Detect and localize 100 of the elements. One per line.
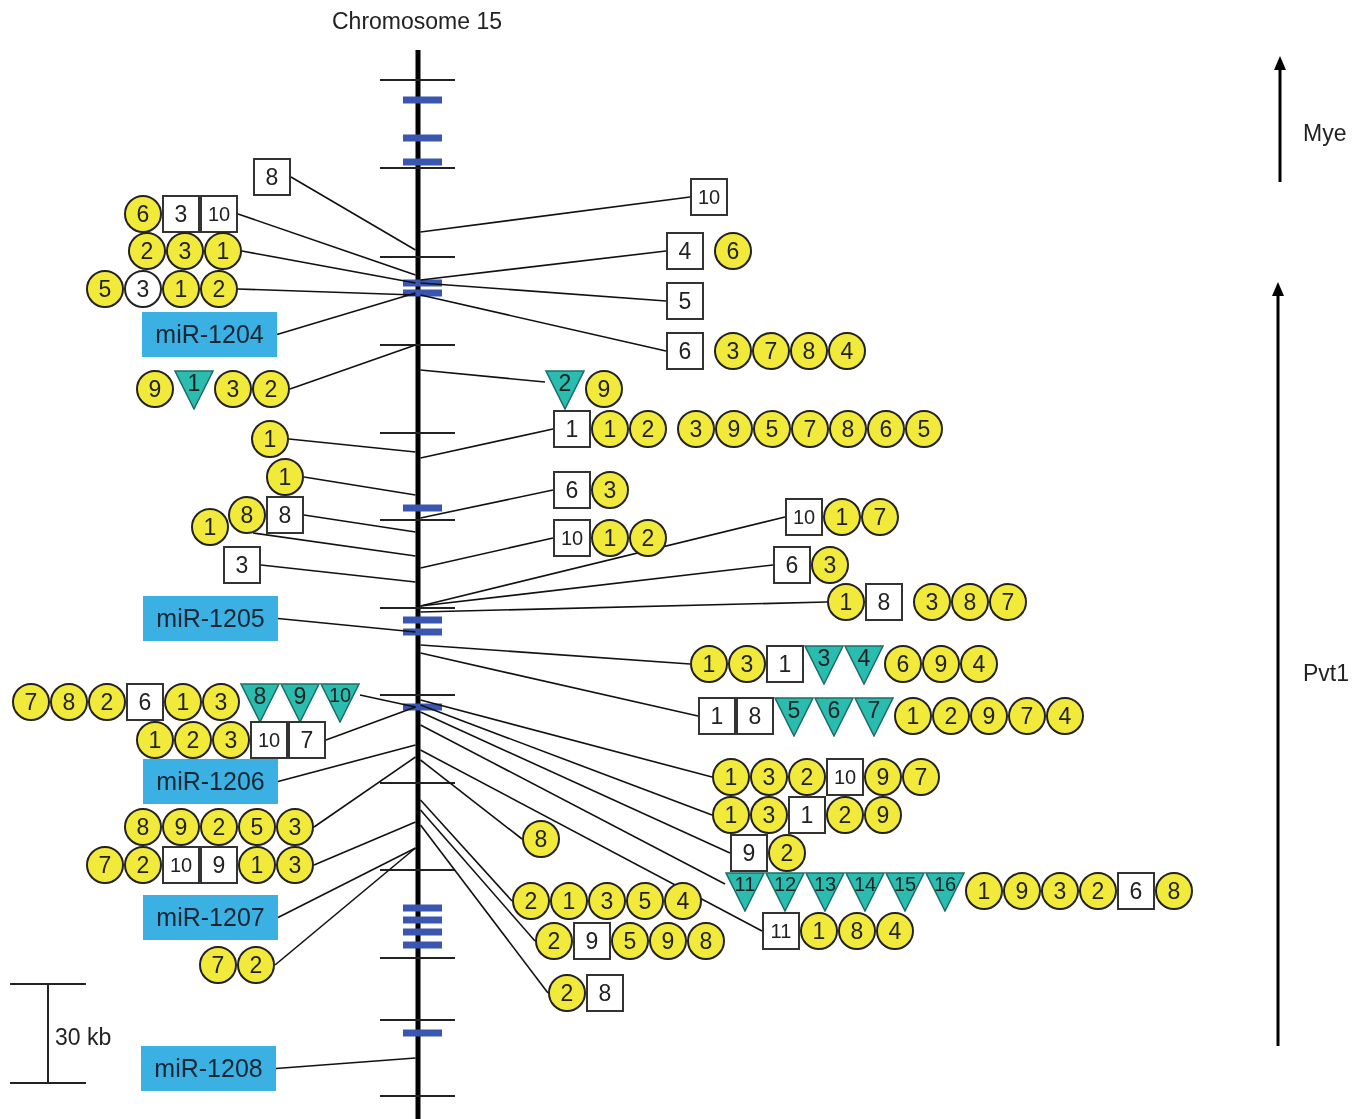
title: Chromosome 15 — [332, 8, 503, 35]
numbered-circle: 2 — [629, 410, 667, 448]
numbered-circle: 1 — [164, 683, 202, 721]
numbered-square: 8 — [586, 974, 624, 1012]
numbered-circle: 2 — [629, 519, 667, 557]
leader-line — [237, 288, 417, 296]
leader-line — [419, 704, 713, 816]
leader-line — [419, 711, 731, 854]
numbered-circle: 1 — [238, 846, 276, 884]
numbered-circle: 6 — [714, 232, 752, 270]
numbered-circle: 6 — [867, 410, 905, 448]
leader-line — [419, 652, 699, 717]
leader-line — [241, 250, 417, 284]
leader-line — [290, 176, 417, 251]
numbered-triangle: 15 — [885, 872, 925, 912]
numbered-circle: 5 — [611, 922, 649, 960]
numbered-circle: 7 — [791, 410, 829, 448]
numbered-square: 6 — [553, 471, 591, 509]
leader-line — [274, 847, 417, 966]
numbered-square: 10 — [200, 195, 238, 233]
leader-line — [419, 196, 691, 233]
numbered-circle: 8 — [829, 410, 867, 448]
numbered-square: 6 — [773, 546, 811, 584]
numbered-circle: 8 — [1155, 872, 1193, 910]
numbered-triangle: 12 — [765, 872, 805, 912]
numbered-square: 10 — [785, 498, 823, 536]
numbered-circle: 3 — [714, 332, 752, 370]
leader-line — [313, 756, 417, 828]
numbered-circle: 7 — [861, 498, 899, 536]
numbered-triangle: 10 — [320, 683, 360, 723]
numbered-circle: 2 — [768, 834, 806, 872]
leader-line — [419, 601, 828, 613]
numbered-circle: 9 — [864, 758, 902, 796]
numbered-triangle: 14 — [845, 872, 885, 912]
numbered-square: 10 — [250, 721, 288, 759]
leader-line — [275, 1057, 417, 1070]
leader-line — [419, 809, 536, 942]
numbered-circle: 1 — [712, 796, 750, 834]
mirna-box: miR-1204 — [142, 312, 277, 357]
mirna-box: miR-1208 — [141, 1046, 276, 1091]
numbered-square: 8 — [266, 496, 304, 534]
numbered-circle: 8 — [951, 583, 989, 621]
numbered-circle: 9 — [136, 370, 174, 408]
numbered-circle: 5 — [238, 808, 276, 846]
numbered-circle: 7 — [86, 846, 124, 884]
numbered-triangle: 13 — [805, 872, 845, 912]
numbered-circle: 1 — [191, 508, 229, 546]
leader-line — [313, 821, 417, 866]
leader-line — [419, 824, 549, 994]
numbered-circle: 1 — [823, 498, 861, 536]
numbered-square: 10 — [690, 178, 728, 216]
leader-line — [303, 514, 417, 533]
numbered-circle: 8 — [687, 922, 725, 960]
numbered-circle: 2 — [200, 270, 238, 308]
numbered-circle: 2 — [826, 796, 864, 834]
numbered-square: 8 — [865, 583, 903, 621]
numbered-circle: 2 — [535, 922, 573, 960]
numbered-circle: 1 — [266, 458, 304, 496]
numbered-triangle: 5 — [774, 697, 814, 737]
leader-line — [419, 724, 726, 885]
leader-line — [419, 699, 713, 778]
numbered-triangle: 6 — [814, 697, 854, 737]
numbered-circle: 9 — [585, 370, 623, 408]
numbered-circle: 9 — [1003, 872, 1041, 910]
numbered-circle: 1 — [690, 645, 728, 683]
numbered-circle: 3 — [214, 370, 252, 408]
numbered-circle: 3 — [913, 583, 951, 621]
numbered-circle: 8 — [522, 820, 560, 858]
numbered-square: 1 — [788, 796, 826, 834]
mirna-box: miR-1206 — [143, 759, 278, 804]
leader-line — [419, 759, 523, 840]
numbered-circle: 9 — [970, 697, 1008, 735]
numbered-circle: 2 — [252, 370, 290, 408]
numbered-circle: 5 — [86, 270, 124, 308]
numbered-circle: 1 — [251, 420, 289, 458]
leader-line — [419, 564, 774, 607]
leader-line — [419, 644, 691, 665]
numbered-circle: 9 — [649, 922, 687, 960]
numbered-circle: 3 — [276, 808, 314, 846]
leader-line — [289, 344, 417, 390]
numbered-circle: 2 — [548, 974, 586, 1012]
numbered-circle: 3 — [750, 758, 788, 796]
numbered-circle: 8 — [50, 683, 88, 721]
leader-line — [359, 694, 417, 708]
numbered-circle: 3 — [1041, 872, 1079, 910]
numbered-circle: 3 — [811, 546, 849, 584]
numbered-circle: 7 — [1008, 697, 1046, 735]
leader-line — [419, 749, 763, 932]
numbered-circle: 2 — [512, 882, 550, 920]
leader-line — [419, 799, 513, 902]
numbered-circle: 8 — [228, 496, 266, 534]
numbered-circle: 7 — [989, 583, 1027, 621]
numbered-circle: 2 — [128, 232, 166, 270]
leader-line — [277, 847, 417, 919]
leader-line — [288, 438, 417, 453]
numbered-circle: 4 — [876, 912, 914, 950]
numbered-circle: 7 — [752, 332, 790, 370]
numbered-circle: 3 — [588, 882, 626, 920]
gene-label: Pvt1 — [1303, 660, 1350, 687]
numbered-circle: 3 — [202, 683, 240, 721]
